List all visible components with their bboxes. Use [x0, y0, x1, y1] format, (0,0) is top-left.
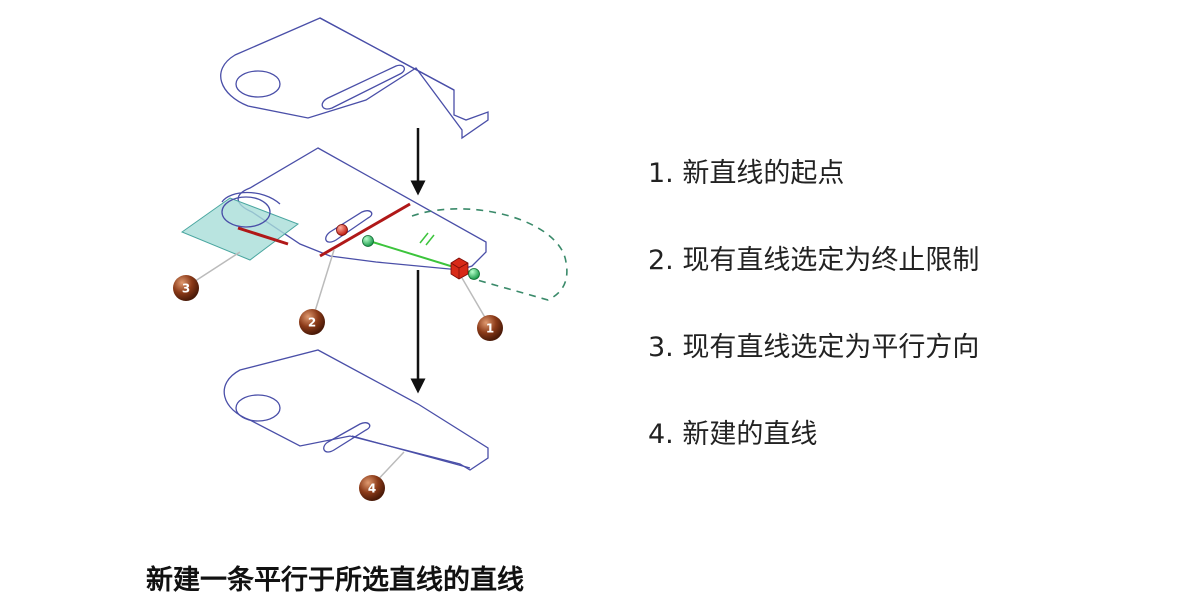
- svg-text:4: 4: [368, 482, 376, 496]
- start-point-green: [468, 268, 480, 280]
- svg-text:2: 2: [308, 316, 316, 330]
- parallel-symbol-a: [419, 232, 429, 244]
- rotation-arc: [411, 208, 568, 301]
- figure-caption: 新建一条平行于所选直线的直线: [146, 565, 524, 596]
- legend-item-3: 3. 现有直线选定为平行方向: [648, 332, 980, 363]
- svg-text:1: 1: [486, 322, 494, 336]
- selected-plane: [180, 191, 300, 261]
- end-point-red: [336, 224, 348, 236]
- end-point-green: [362, 235, 374, 247]
- legend: 1. 新直线的起点 2. 现有直线选定为终止限制 3. 现有直线选定为平行方向 …: [648, 150, 979, 498]
- end-limit-line: [319, 202, 411, 258]
- marker-3: 3: [173, 275, 199, 301]
- legend-item-1: 1. 新直线的起点: [648, 158, 845, 189]
- marker-2: 2: [299, 309, 325, 335]
- parallel-direction-line: [237, 226, 289, 246]
- marker-4: 4: [359, 475, 385, 501]
- legend-item-4: 4. 新建的直线: [648, 419, 818, 450]
- new-line-result: [351, 435, 471, 469]
- svg-text:3: 3: [182, 282, 190, 296]
- parallel-symbol-b: [425, 234, 435, 246]
- start-point-cube: [450, 257, 469, 280]
- marker-1: 1: [477, 315, 503, 341]
- legend-item-2: 2. 现有直线选定为终止限制: [648, 245, 980, 276]
- part-middle: [237, 147, 487, 271]
- leader-lines: [185, 249, 491, 487]
- part-top: [220, 17, 489, 140]
- part-bottom: [223, 349, 489, 471]
